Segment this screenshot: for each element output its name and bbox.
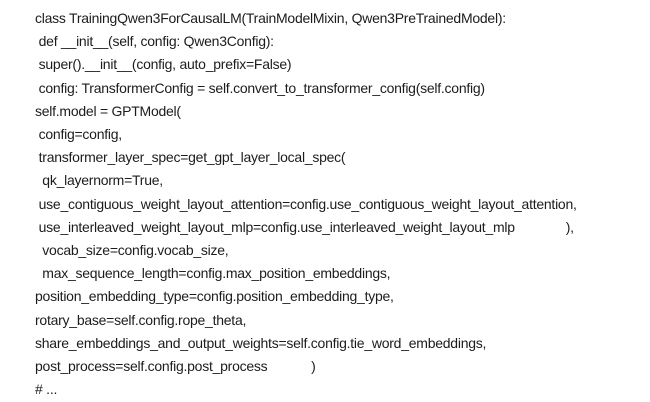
code-line-config-arg: config=config, [35,126,123,143]
code-line-config-convert: config: TransformerConfig = self.convert… [35,79,485,96]
code-line-vocab-size: vocab_size=config.vocab_size, [35,242,229,259]
code-line-share-embeddings: share_embeddings_and_output_weights=self… [35,334,487,351]
code-line-max-seq-length: max_sequence_length=config.max_position_… [35,265,391,282]
code-line-interleaved-mlp: use_interleaved_weight_layout_mlp=config… [35,218,574,235]
code-line-comment-ellipsis: # ... [35,381,58,398]
code-line-rotary-base: rotary_base=self.config.rope_theta, [35,311,247,328]
code-line-layer-spec: transformer_layer_spec=get_gpt_layer_loc… [35,149,346,166]
code-line-gptmodel-open: self.model = GPTModel( [35,102,181,119]
code-line-pos-embedding: position_embedding_type=config.position_… [35,288,394,305]
code-line-qk-layernorm: qk_layernorm=True, [35,172,163,189]
code-line-contiguous-attn: use_contiguous_weight_layout_attention=c… [35,195,577,212]
code-line-super-init: super().__init__(config, auto_prefix=Fal… [35,56,292,73]
code-line-init-def: def __init__(self, config: Qwen3Config): [35,33,274,50]
code-line-post-process: post_process=self.config.post_process ) [35,358,316,375]
code-line-class-def: class TrainingQwen3ForCausalLM(TrainMode… [35,10,506,26]
